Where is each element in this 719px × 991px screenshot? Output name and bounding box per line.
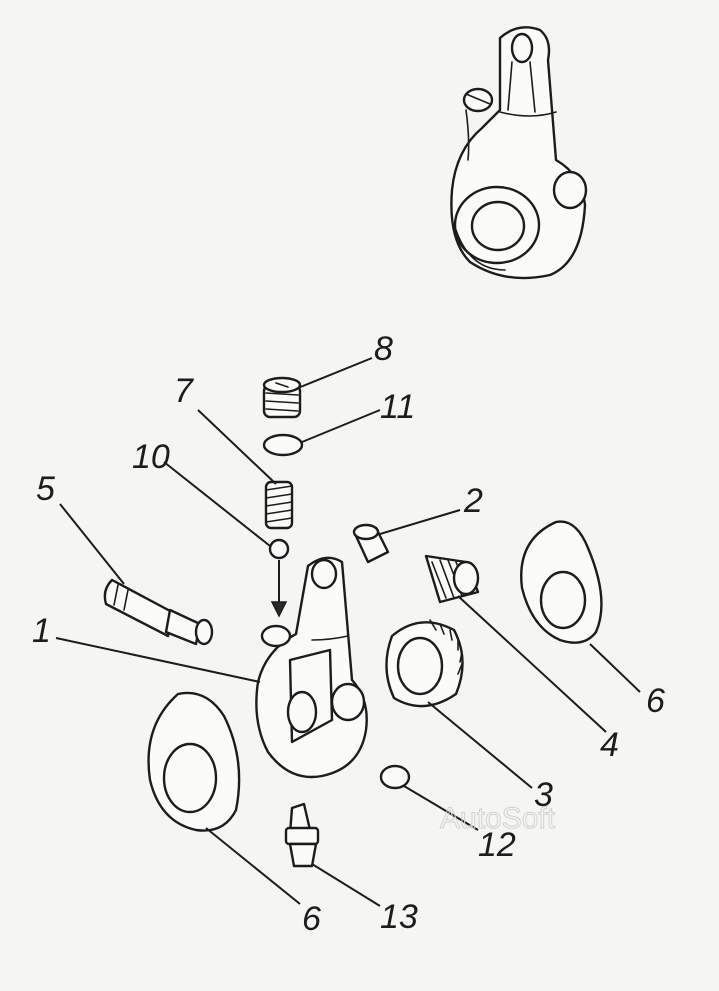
callout-labels: 8 7 11 10 5 2 1 6 4 3 12 13 6 xyxy=(32,330,665,938)
callout-12: 12 xyxy=(478,826,516,864)
leader-12 xyxy=(403,785,479,831)
part-6-cover-left xyxy=(147,691,241,832)
callout-10: 10 xyxy=(132,438,170,476)
callout-8: 8 xyxy=(374,330,393,368)
callout-11: 11 xyxy=(380,388,415,426)
part-4-worm xyxy=(424,554,480,604)
leader-2 xyxy=(379,509,461,535)
leader-lines xyxy=(55,357,641,907)
assembly-arrow xyxy=(270,560,288,618)
part-3-worm-gear xyxy=(385,619,464,708)
part-10-ball xyxy=(268,538,290,560)
callout-1: 1 xyxy=(32,612,51,650)
callout-6-right: 6 xyxy=(646,682,665,720)
part-8-plug-screw xyxy=(262,376,302,419)
watermark: AutoSoft xyxy=(440,802,556,835)
leader-6-right xyxy=(589,643,641,693)
leader-5 xyxy=(59,503,125,585)
callout-3: 3 xyxy=(534,776,553,814)
leader-8 xyxy=(297,357,373,389)
part-11-washer xyxy=(262,433,304,457)
leader-13 xyxy=(311,863,381,907)
callout-6-left: 6 xyxy=(302,900,321,938)
leader-7 xyxy=(197,409,277,485)
leader-1 xyxy=(55,637,261,683)
leader-10 xyxy=(163,461,271,547)
part-1-lever-body xyxy=(255,556,368,779)
callout-5: 5 xyxy=(36,470,55,508)
part-6-cover-right xyxy=(520,520,603,644)
callout-7: 7 xyxy=(174,372,194,410)
part-13-grease-fitting xyxy=(284,802,320,868)
leader-6-left xyxy=(205,827,301,905)
leader-11 xyxy=(301,409,381,443)
callout-2: 2 xyxy=(463,482,483,520)
part-5-worm-shaft xyxy=(103,578,214,646)
leader-4 xyxy=(457,595,607,733)
callout-4: 4 xyxy=(600,726,619,764)
part-12-plug xyxy=(379,764,411,790)
part-7-spring xyxy=(264,480,294,530)
callout-13: 13 xyxy=(380,898,418,936)
leader-3 xyxy=(427,701,533,789)
assembled-adjuster-lever xyxy=(450,26,588,280)
part-2-bushing xyxy=(352,523,390,564)
